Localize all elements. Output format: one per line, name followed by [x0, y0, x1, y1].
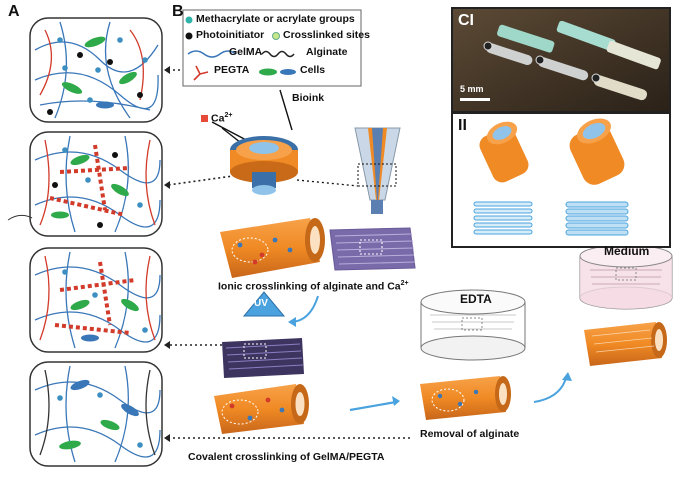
- calcium-label: Ca2+: [211, 112, 233, 125]
- medium-dish-icon: [579, 244, 673, 310]
- ionic-grid-icon: [329, 227, 416, 271]
- panel-label-ci: CI: [458, 12, 474, 29]
- multilayer-tube-icon: [569, 118, 625, 185]
- arrow-to-medium: [533, 377, 567, 403]
- edta-dish-icon: [420, 289, 526, 361]
- ionic-tube-icon: [220, 218, 325, 278]
- covalent-grid-icon: [222, 338, 304, 378]
- network-box-3: [29, 247, 163, 353]
- panel-cii: [451, 112, 671, 248]
- methacrylate-dot: [185, 16, 193, 24]
- scale-bar: [460, 98, 490, 101]
- photo-ci: [451, 7, 671, 113]
- gelma-icon: [187, 50, 237, 58]
- arrow-to-removal: [349, 400, 397, 412]
- edta-label: EDTA: [460, 292, 492, 306]
- legend-alginate: Alginate: [306, 46, 348, 58]
- fiber-grid-right: [565, 201, 629, 236]
- bioink-label: Bioink: [292, 92, 325, 104]
- uv-label: UV: [254, 298, 268, 309]
- hollow-tube-icon: [479, 121, 529, 183]
- ionic-crosslinking-caption: Ionic crosslinking of alginate and Ca2+: [218, 280, 409, 293]
- network-box-1: [29, 17, 163, 123]
- legend-cells: Cells: [300, 64, 326, 76]
- legend-gelma: GelMA: [229, 46, 263, 58]
- covalent-tube-icon: [214, 384, 309, 434]
- pegta-icon: [193, 65, 209, 81]
- removal-tube-icon: [420, 376, 511, 420]
- legend-pegta: PEGTA: [214, 64, 250, 76]
- uv-arrow: [289, 295, 319, 323]
- removal-caption: Removal of alginate: [420, 428, 520, 440]
- medium-tube-icon: [584, 322, 667, 366]
- coaxial-nozzle-icon: [230, 136, 298, 195]
- covalent-crosslinking-caption: Covalent crosslinking of GelMA/PEGTA: [188, 451, 385, 463]
- network-box-2: [7, 131, 163, 237]
- network-box-4: [29, 361, 163, 467]
- cell-green-icon: [259, 68, 277, 76]
- legend-methacrylate: Methacrylate or acrylate groups: [196, 13, 355, 25]
- panel-label-cii: II: [458, 117, 467, 134]
- fiber-grid-left: [473, 201, 533, 235]
- scale-label: 5 mm: [460, 84, 484, 94]
- cell-blue-icon: [280, 69, 296, 75]
- alginate-icon: [261, 50, 295, 58]
- legend-photoinitiator: Photoinitiator: [196, 29, 265, 41]
- panel-label-a: A: [8, 3, 20, 20]
- panel-label-b: B: [172, 3, 184, 20]
- calcium-square: [201, 115, 208, 122]
- medium-label: Medium: [604, 244, 650, 258]
- bioink-pointer: [279, 89, 293, 131]
- uv-triangle-icon: [242, 291, 286, 317]
- arrowheads: [164, 66, 170, 442]
- photoinitiator-dot: [185, 32, 193, 40]
- legend-crosslinked: Crosslinked sites: [283, 29, 370, 41]
- nozzle-tip-icon: [296, 127, 401, 214]
- crosslinked-dot: [272, 32, 280, 40]
